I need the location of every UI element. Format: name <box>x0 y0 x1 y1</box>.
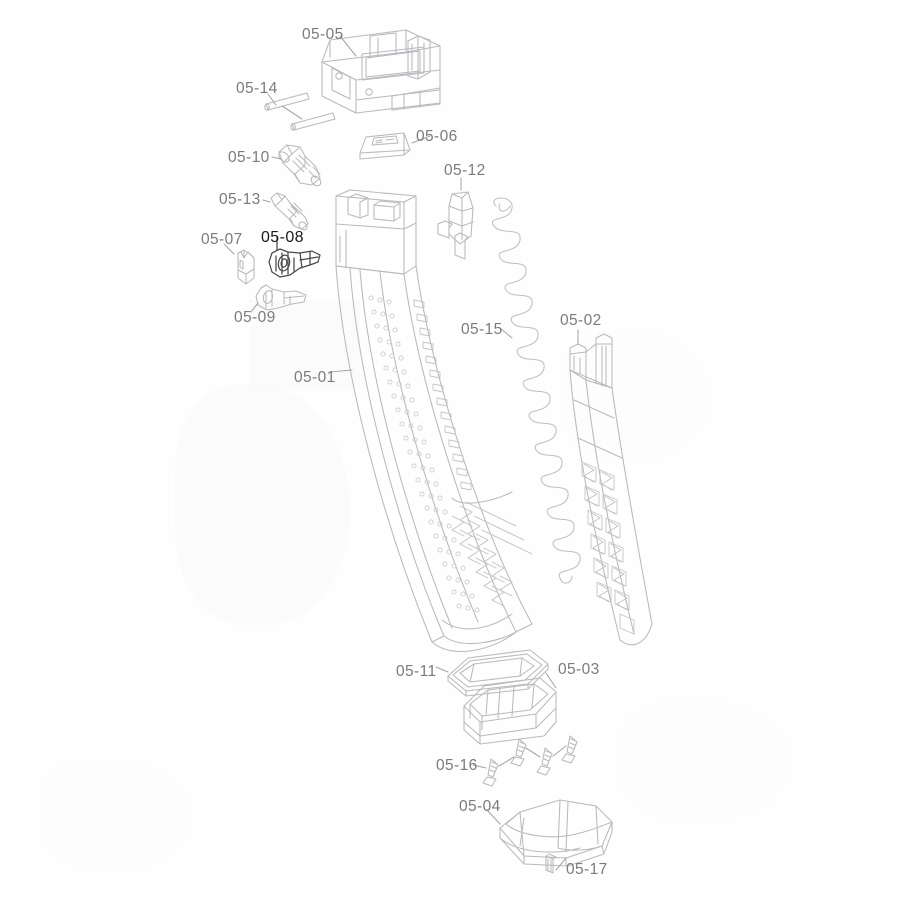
part-label-05-14: 05-14 <box>236 80 278 97</box>
part-05-04 <box>499 799 613 867</box>
leader-05-06 <box>411 135 431 144</box>
part-05-09 <box>255 284 307 311</box>
part-05-12 <box>437 191 474 260</box>
leader-05-05 <box>339 35 357 57</box>
part-label-05-15: 05-15 <box>461 321 503 338</box>
part-05-06 <box>359 132 411 160</box>
part-label-05-02: 05-02 <box>560 312 602 329</box>
leader-05-17 <box>555 857 567 871</box>
leader-05-15 <box>499 327 513 339</box>
leader-05-14-a <box>267 93 277 106</box>
part-05-13 <box>270 192 309 231</box>
part-label-05-05: 05-05 <box>302 26 344 43</box>
watermark-blob-2 <box>250 300 360 390</box>
leader-05-04 <box>486 809 501 825</box>
leader-05-11 <box>435 666 449 673</box>
part-label-05-03: 05-03 <box>558 661 600 678</box>
part-label-05-01: 05-01 <box>294 369 336 386</box>
watermark-blob-4 <box>620 700 790 820</box>
part-05-07 <box>237 249 255 285</box>
part-05-02 <box>569 333 653 646</box>
leader-05-09 <box>250 302 259 313</box>
part-label-05-09: 05-09 <box>234 309 276 326</box>
part-label-05-12: 05-12 <box>444 162 486 179</box>
part-label-05-16: 05-16 <box>436 757 478 774</box>
part-05-15 <box>491 197 581 584</box>
leader-05-03 <box>545 672 557 689</box>
watermark-blob-5 <box>40 760 190 870</box>
leader-05-10 <box>271 156 282 160</box>
part-05-08 <box>268 248 321 278</box>
part-label-05-07: 05-07 <box>201 231 243 248</box>
part-label-05-11: 05-11 <box>396 663 437 680</box>
part-label-05-10: 05-10 <box>228 149 270 166</box>
leader-05-01 <box>329 369 353 373</box>
part-05-16 <box>482 735 578 787</box>
leader-05-07 <box>223 243 235 255</box>
part-05-01 <box>335 189 533 652</box>
part-label-05-17: 05-17 <box>566 861 608 878</box>
part-05-03 <box>463 677 557 745</box>
part-label-05-04: 05-04 <box>459 798 501 815</box>
watermark-blob-1 <box>175 385 350 625</box>
leader-05-14-b <box>281 105 303 120</box>
part-05-17 <box>545 853 557 874</box>
part-label-05-13: 05-13 <box>219 191 261 208</box>
part-05-14 <box>264 92 336 131</box>
part-label-05-06: 05-06 <box>416 128 458 145</box>
part-05-10 <box>278 144 322 187</box>
part-05-11 <box>447 649 549 697</box>
leader-05-16 <box>472 764 487 769</box>
part-label-05-08: 05-08 <box>261 229 304 246</box>
leader-05-13 <box>262 199 271 203</box>
part-05-05 <box>321 29 441 114</box>
